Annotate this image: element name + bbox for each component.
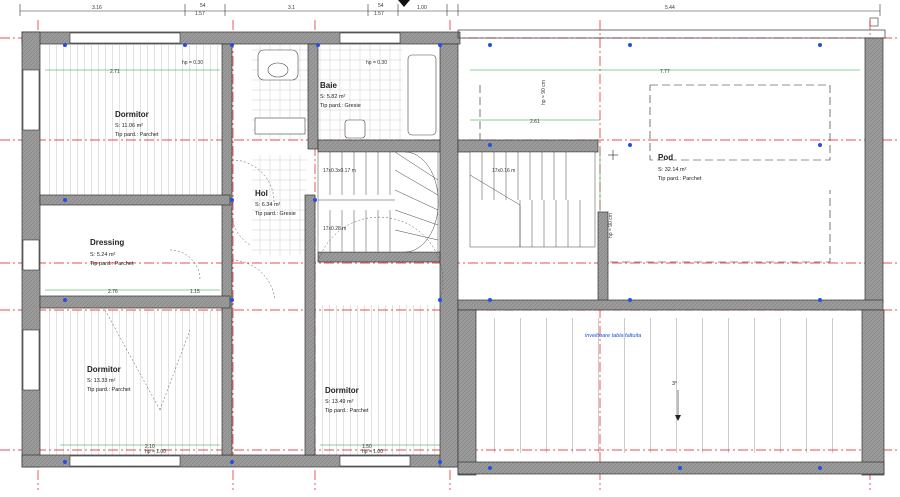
window-dorm1-left (22, 69, 40, 131)
wall-mid-low (221, 199, 233, 456)
windows (22, 32, 411, 467)
room-baie: Baie S: 5.82 m² Tip pard.: Gresie (320, 81, 361, 109)
floor-fills (45, 45, 858, 455)
slope-arrowhead-icon (675, 415, 681, 421)
wall-pod-right (864, 37, 884, 304)
wall-baie-left (307, 43, 319, 150)
room-name: Hol (255, 189, 268, 198)
wall-terrace-left (457, 309, 477, 476)
window-dorm3-bottom (339, 455, 411, 467)
room-area: S: 32.14 m² (658, 167, 687, 173)
room-floor: Tip pard.: Parchet (115, 132, 159, 138)
room-floor: Tip pard.: Gresie (320, 103, 361, 109)
dim-hp5: hp = 1.00 (145, 449, 166, 455)
toilet-icon (344, 119, 366, 139)
room-name: Dormitor (115, 110, 149, 119)
room-hol: Hol S: 6.34 m² Tip pard.: Gresie (255, 189, 296, 217)
room-name: Dormitor (87, 365, 121, 374)
room-area: S: 5.82 m² (320, 94, 346, 100)
dim-hp4: hp = 90 cm (608, 213, 614, 238)
shower-icon (407, 54, 437, 136)
stair-label-3: 17x0.28 m (323, 226, 346, 232)
dim-top-6: 5.44 (665, 5, 675, 11)
wall-stair-bottom (317, 251, 441, 263)
window-baie-top (339, 32, 401, 44)
room-area: S: 13.49 m² (325, 399, 354, 405)
room-dormitor-1: Dormitor S: 11.06 m² Tip pard.: Parchet (115, 110, 159, 138)
section-cross-icon (608, 150, 618, 160)
room-name: Pod (658, 153, 673, 162)
dim-w1: 2.71 (110, 69, 120, 75)
sink-icon (267, 62, 289, 78)
room-area: S: 5.24 m² (90, 252, 116, 258)
wall-dressing-dorm2 (39, 295, 231, 309)
room-floor: Tip pard.: Parchet (87, 387, 131, 393)
room-name: Baie (320, 81, 337, 90)
dim-w5: 1.15 (190, 289, 200, 295)
corner-marker-icon (869, 17, 879, 27)
dim-top-4b: 1.57 (374, 11, 384, 17)
room-dressing: Dressing S: 5.24 m² Tip pard.: Parchet (90, 238, 134, 267)
vanity-icon (254, 117, 306, 135)
dim-w4: 2.76 (108, 289, 118, 295)
dim-top-4a: 54 (378, 3, 384, 9)
stair-label-1: 17x0.3x0.17 m (323, 168, 356, 174)
wall-pod-stair (457, 139, 599, 153)
wall-dorm-hol (221, 43, 233, 205)
room-floor: Tip pard.: Parchet (90, 261, 134, 267)
room-area: S: 13.33 m² (87, 378, 116, 384)
room-name: Dressing (90, 238, 124, 247)
dim-w6: 2.10 (145, 444, 155, 450)
staircase (317, 151, 596, 253)
wall-stair-left (304, 194, 316, 456)
wall-terrace-top (457, 299, 884, 311)
dim-w7: 1.50 (362, 444, 372, 450)
dimension-guides (45, 69, 860, 446)
wall-terrace-bottom (457, 461, 885, 475)
dim-top-2a: 54 (200, 3, 206, 9)
dim-top-3: 3.1 (288, 5, 295, 11)
dim-hp3: hp = 90 cm (541, 80, 547, 105)
inner-dimensions: 2.71 2.61 7.77 2.76 1.15 2.10 1.50 hp = … (108, 60, 670, 455)
room-dormitor-3: Dormitor S: 13.49 m² Tip pard.: Parchet (325, 386, 369, 414)
wall-pod-top (457, 29, 886, 39)
room-floor: Tip pard.: Parchet (325, 408, 369, 414)
window-dorm2-left (22, 329, 40, 391)
room-dormitor-2: Dormitor S: 13.33 m² Tip pard.: Parchet (87, 365, 131, 393)
room-area: S: 6.34 m² (255, 202, 281, 208)
dim-top-5: 1.00 (417, 5, 427, 11)
window-dorm1-top (69, 32, 181, 44)
wall-stair-top (317, 139, 459, 153)
roof-label: invelitoare tabla faltuita (585, 333, 641, 339)
wall-dorm-dressing (39, 194, 231, 206)
dim-hp1: hp = 0.30 (182, 60, 203, 66)
stair-label-2: 17x0.16 m (492, 168, 515, 174)
wall-pod-lower (597, 211, 609, 303)
wall-center (439, 43, 459, 468)
window-dressing-left (22, 239, 40, 271)
room-floor: Tip pard.: Parchet (658, 176, 702, 182)
wall-terrace-right (861, 309, 885, 476)
bathroom-fixtures (254, 49, 437, 139)
dim-w3: 7.77 (660, 69, 670, 75)
window-dorm2-bottom (69, 455, 181, 467)
top-dimension-line: 3.16 54 1.57 3.1 54 1.57 1.00 5.44 (19, 0, 881, 27)
room-name: Dormitor (325, 386, 359, 395)
room-floor: Tip pard.: Gresie (255, 211, 296, 217)
dim-top-1: 3.16 (92, 5, 102, 11)
pod-dashed-outline (479, 84, 831, 263)
door-swings (104, 159, 444, 411)
blue-markers (63, 43, 822, 470)
slope-label: 3° (672, 381, 677, 387)
stair-labels: 17x0.3x0.17 m 17x0.16 m 17x0.28 m (323, 168, 515, 232)
room-area: S: 11.06 m² (115, 123, 143, 129)
dim-top-2b: 1.57 (195, 11, 205, 17)
room-pod: Pod S: 32.14 m² Tip pard.: Parchet (658, 153, 702, 182)
dim-w2: 2.61 (530, 119, 540, 125)
north-arrow-icon (398, 0, 410, 7)
dim-hp2: hp = 0.30 (366, 60, 387, 66)
dim-hp6: hp = 1.00 (362, 449, 383, 455)
